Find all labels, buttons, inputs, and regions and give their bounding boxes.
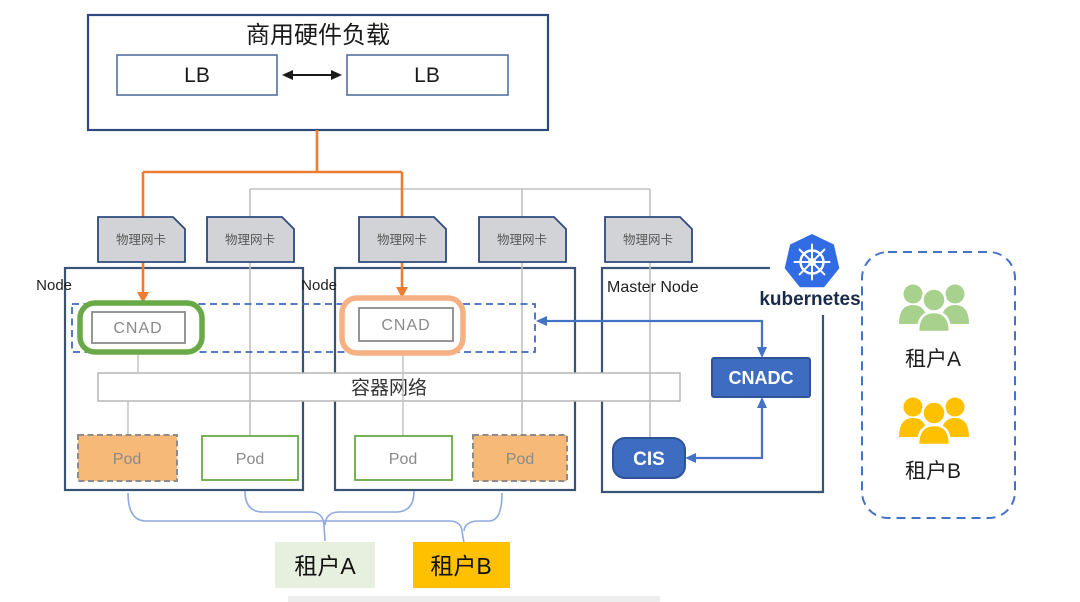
lb-left-box xyxy=(116,54,278,96)
cnad-node2: CNAD xyxy=(339,295,466,356)
nic-tag-1: 物理网卡 xyxy=(97,216,186,263)
nic-tag-5-label: 物理网卡 xyxy=(623,233,673,247)
tenant-b-tag-label: 租户B xyxy=(430,553,491,579)
kubernetes-helm-wheel xyxy=(793,243,831,281)
pod-4: Pod xyxy=(472,434,568,482)
hardware-lb-box: 商用硬件负载 LB LB xyxy=(86,13,550,132)
pod-2-label: Pod xyxy=(236,451,264,468)
tenant-a-label: 租户A xyxy=(905,348,961,371)
pod-1: Pod xyxy=(77,434,178,482)
nic-tag-4-label: 物理网卡 xyxy=(497,233,547,247)
nic-tag-1-label: 物理网卡 xyxy=(116,233,166,247)
pod-3-label: Pod xyxy=(389,451,417,468)
cnadc-box: CNADC xyxy=(711,357,811,398)
orange-arrowhead-node1 xyxy=(137,292,149,303)
cnadc-label: CNADC xyxy=(729,368,794,388)
pod-4-box xyxy=(472,434,568,482)
nic-tag-5: 物理网卡 xyxy=(604,216,693,263)
bottom-artifact-strip xyxy=(288,596,660,602)
kubernetes-label: kubernetes xyxy=(759,289,860,310)
hardware-box-title: 商用硬件负载 xyxy=(246,22,390,49)
pod-1-box xyxy=(77,434,178,482)
nic-tag-2: 物理网卡 xyxy=(206,216,295,263)
tenant-a-tag-label: 租户A xyxy=(294,553,356,579)
tenant-b-people-icon xyxy=(899,397,969,447)
lb-sync-arrow xyxy=(282,70,342,80)
cnad-layer-dashed-rect xyxy=(71,303,536,353)
pod-3-box xyxy=(354,435,453,481)
pod-2-box xyxy=(201,435,299,481)
brace-tenant-b xyxy=(127,492,503,544)
container-network-label: 容器网络 xyxy=(351,377,427,399)
container-network-bar: 容器网络 xyxy=(97,372,681,402)
lb-right-label: LB xyxy=(414,64,440,87)
pod-4-label: Pod xyxy=(506,451,534,468)
cis-label: CIS xyxy=(633,449,665,470)
cis-box: CIS xyxy=(612,437,686,479)
traffic-orange-lines xyxy=(141,130,404,293)
pod-2: Pod xyxy=(201,435,299,481)
pod-1-label: Pod xyxy=(113,451,141,468)
cnad-node2-label: CNAD xyxy=(381,317,430,334)
nic-tag-2-label: 物理网卡 xyxy=(225,233,275,247)
nic-tag-3: 物理网卡 xyxy=(358,216,447,263)
cnad-node2-box xyxy=(358,307,454,342)
lb-right-box xyxy=(346,54,509,96)
nic-tag-4: 物理网卡 xyxy=(478,216,567,263)
orange-arrowhead-node2 xyxy=(396,287,408,298)
nic-tags: 物理网卡 物理网卡 物理网卡 物理网卡 物理网卡 xyxy=(97,216,693,263)
tenant-panel: 租户A 租户B xyxy=(861,251,1016,519)
tenant-a-tag: 租户A xyxy=(275,542,375,588)
lb-left-label: LB xyxy=(184,64,210,87)
node-2-label: Node xyxy=(301,277,337,294)
tenant-b-label: 租户B xyxy=(905,460,961,483)
kubernetes-logo xyxy=(784,234,840,288)
cnad-node1: CNAD xyxy=(77,300,205,355)
brace-tenant-a xyxy=(244,490,415,542)
cnad-node1-box xyxy=(91,311,186,344)
cnad-node1-label: CNAD xyxy=(113,320,162,337)
pod-3: Pod xyxy=(354,435,453,481)
nic-tag-3-label: 物理网卡 xyxy=(377,233,427,247)
cnadc-cis-arrow xyxy=(685,397,767,463)
tenant-a-people-icon xyxy=(899,284,969,334)
node-1-label: Node xyxy=(36,277,72,294)
standby-links xyxy=(249,188,651,437)
tenant-b-tag: 租户B xyxy=(413,542,510,588)
cnadc-to-cnad-arrow xyxy=(536,316,767,358)
master-node-label: Master Node xyxy=(607,279,699,296)
